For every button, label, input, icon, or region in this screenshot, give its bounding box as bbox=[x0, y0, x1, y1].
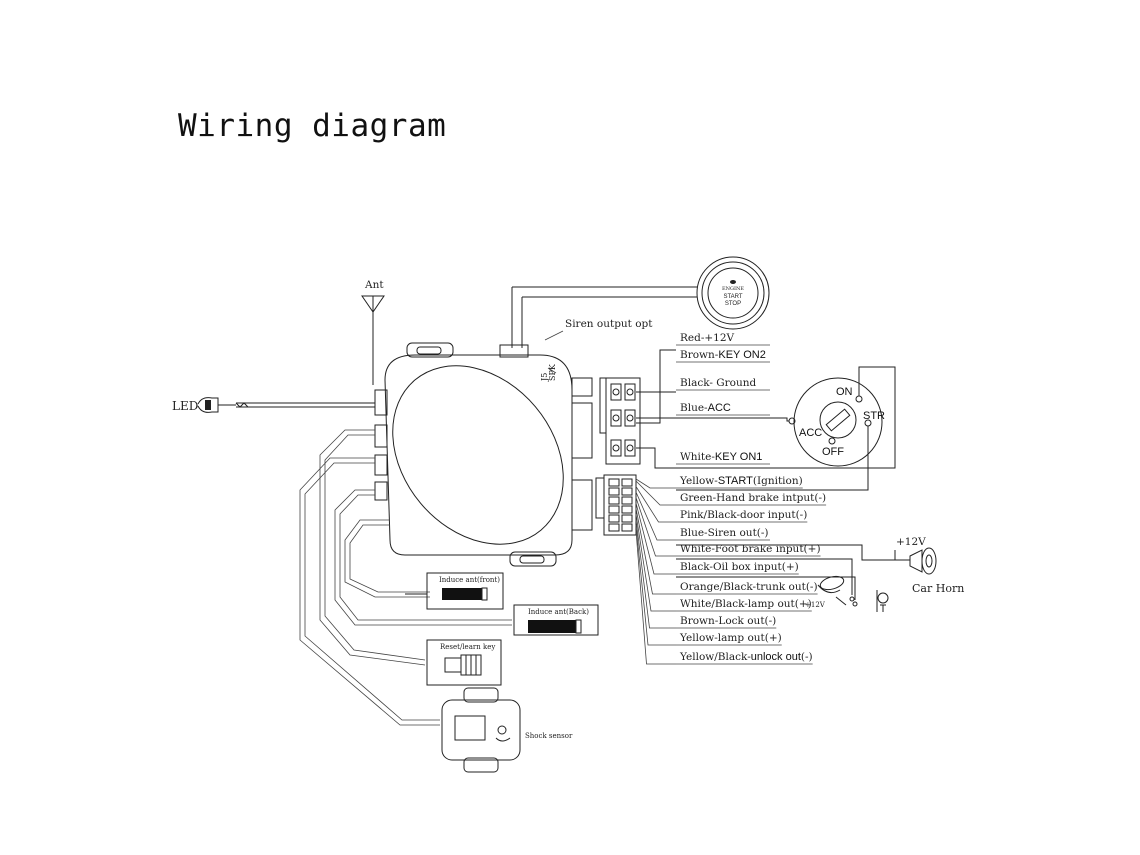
wire-lead bbox=[635, 513, 676, 612]
horn-12v-label: +12V bbox=[896, 536, 926, 548]
brake-pedal-icon bbox=[676, 558, 858, 607]
wire-label: White/Black-lamp out(+) bbox=[680, 598, 812, 610]
car-horn-icon bbox=[676, 544, 937, 575]
led-label: LED bbox=[172, 399, 198, 413]
wire-lead bbox=[635, 524, 676, 646]
wire-label: Orange/Black-trunk out(-) bbox=[680, 581, 818, 593]
shock-sensor-label: Shock sensor bbox=[525, 732, 573, 740]
connector-pin bbox=[608, 496, 620, 505]
ignition-switch-icon bbox=[636, 349, 896, 491]
antenna-label: Ant bbox=[364, 279, 384, 291]
wire-label: Brown-Lock out(-) bbox=[680, 615, 776, 627]
connector-pin bbox=[608, 514, 620, 523]
wire-lead bbox=[635, 508, 676, 595]
wire-label: Yellow-lamp out(+) bbox=[679, 632, 782, 644]
car-horn-label: Car Horn bbox=[912, 582, 964, 595]
button-engine-label: ENGINE bbox=[722, 286, 744, 292]
wire-lead bbox=[635, 530, 676, 665]
connector-pin bbox=[621, 478, 633, 487]
wire-lead bbox=[635, 502, 676, 575]
wire-label: Green-Hand brake intput(-) bbox=[680, 492, 826, 504]
reset-learn-key-box bbox=[426, 639, 502, 686]
led-icon bbox=[197, 397, 375, 413]
off-label: OFF bbox=[822, 446, 844, 458]
wire-lead bbox=[635, 497, 676, 557]
acc-label: ACC bbox=[799, 427, 822, 439]
io-connector bbox=[595, 474, 637, 536]
wire-lead bbox=[635, 478, 676, 489]
wire-label: White-KEY ON1 bbox=[680, 451, 762, 463]
on-label: ON bbox=[836, 386, 853, 398]
lamp-icon bbox=[876, 590, 889, 612]
connector-pin bbox=[621, 487, 633, 496]
wire-label: Yellow-START(Ignition) bbox=[679, 475, 803, 487]
wire-label: Yellow/Black-unlock out(-) bbox=[679, 651, 813, 663]
wire-label: Red-+12V bbox=[680, 332, 735, 344]
connector-pin bbox=[608, 505, 620, 514]
induce-ant-front-box bbox=[405, 572, 504, 610]
harness-wires bbox=[299, 429, 512, 726]
wire-label: Black- Ground bbox=[680, 377, 757, 389]
connector-pin bbox=[608, 523, 620, 532]
antenna-icon bbox=[361, 295, 385, 385]
lamp-12v-label: +12V bbox=[805, 601, 826, 609]
induce-back-label: Induce ant(Back) bbox=[528, 608, 589, 616]
connector-pin bbox=[608, 478, 620, 487]
button-start-label: START bbox=[723, 294, 742, 300]
siren-output-label: Siren output opt bbox=[565, 318, 653, 330]
connector-pin bbox=[621, 514, 633, 523]
power-connector bbox=[599, 377, 641, 465]
wire-label: Blue-Siren out(-) bbox=[680, 527, 769, 539]
spk-label: SPK bbox=[548, 363, 557, 381]
str-label: STR bbox=[863, 410, 885, 422]
wire-label: Brown-KEY ON2 bbox=[680, 349, 766, 361]
wire-lead bbox=[635, 491, 676, 541]
control-unit bbox=[374, 342, 593, 567]
jack-label: J5 bbox=[540, 373, 549, 382]
button-stop-label: STOP bbox=[725, 301, 741, 307]
page-title: Wiring diagram bbox=[178, 108, 447, 144]
wire-label: Black-Oil box input(+) bbox=[680, 561, 799, 573]
wire-lead bbox=[635, 519, 676, 629]
wire-label: White-Foot brake input(+) bbox=[680, 543, 821, 555]
connector-pin bbox=[621, 496, 633, 505]
wire-label: Pink/Black-door input(-) bbox=[680, 509, 807, 521]
connector-pin bbox=[608, 487, 620, 496]
wire-lead bbox=[635, 486, 676, 523]
shock-sensor-box bbox=[441, 687, 521, 773]
wire-label: Blue-ACC bbox=[680, 402, 731, 414]
connector-pin bbox=[621, 505, 633, 514]
induce-front-label: Induce ant(front) bbox=[439, 576, 500, 584]
connector-pin bbox=[621, 523, 633, 532]
start-stop-button-icon bbox=[511, 256, 770, 348]
reset-learn-label: Reset/learn key bbox=[440, 643, 495, 651]
induce-ant-back-box bbox=[513, 604, 599, 636]
wire-lead bbox=[635, 480, 676, 506]
